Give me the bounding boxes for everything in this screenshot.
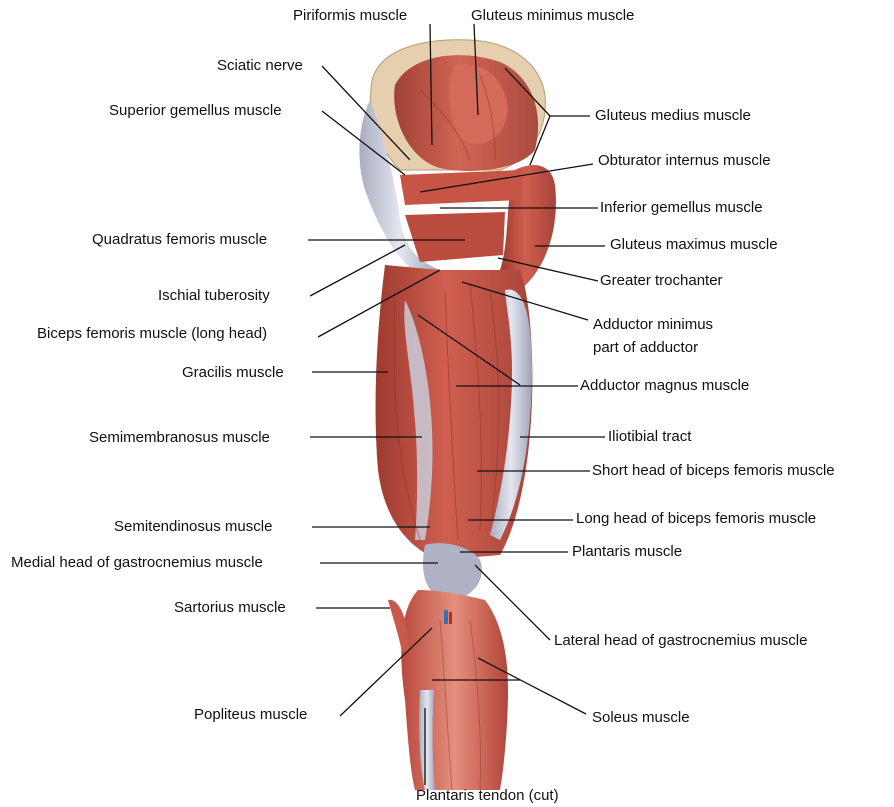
- label-gluteus-medius: Gluteus medius muscle: [595, 107, 751, 125]
- label-plantaris: Plantaris muscle: [572, 543, 682, 561]
- label-gluteus-maximus: Gluteus maximus muscle: [610, 236, 778, 254]
- label-sciatic-nerve: Sciatic nerve: [217, 57, 303, 75]
- label-long-head-biceps: Long head of biceps femoris muscle: [576, 510, 816, 528]
- label-piriformis: Piriformis muscle: [293, 7, 407, 25]
- label-adductor-minimus-1: Adductor minimus: [593, 316, 713, 334]
- label-plantaris-tendon: Plantaris tendon (cut): [416, 787, 559, 805]
- quadratus-band: [405, 212, 505, 262]
- calf-shape: [401, 590, 508, 790]
- label-semimembranosus: Semimembranosus muscle: [89, 429, 270, 447]
- label-sartorius: Sartorius muscle: [174, 599, 286, 617]
- label-ischial-tuberosity: Ischial tuberosity: [158, 287, 270, 305]
- label-obturator-internus: Obturator internus muscle: [598, 152, 771, 170]
- label-adductor-magnus: Adductor magnus muscle: [580, 377, 749, 395]
- label-quadratus-femoris: Quadratus femoris muscle: [92, 231, 267, 249]
- label-biceps-long-head: Biceps femoris muscle (long head): [37, 325, 267, 343]
- label-gluteus-minimus: Gluteus minimus muscle: [471, 7, 634, 25]
- label-gracilis: Gracilis muscle: [182, 364, 284, 382]
- label-short-head-biceps: Short head of biceps femoris muscle: [592, 462, 835, 480]
- label-inferior-gemellus: Inferior gemellus muscle: [600, 199, 763, 217]
- label-semitendinosus: Semitendinosus muscle: [114, 518, 272, 536]
- label-greater-trochanter: Greater trochanter: [600, 272, 723, 290]
- label-superior-gemellus: Superior gemellus muscle: [109, 102, 282, 120]
- label-iliotibial-tract: Iliotibial tract: [608, 428, 691, 446]
- label-lateral-gastrocnemius: Lateral head of gastrocnemius muscle: [554, 632, 807, 650]
- label-soleus: Soleus muscle: [592, 709, 690, 727]
- rotators-band: [400, 170, 522, 205]
- label-adductor-minimus-2: part of adductor: [593, 339, 698, 357]
- label-medial-gastrocnemius: Medial head of gastrocnemius muscle: [11, 554, 263, 572]
- label-popliteus: Popliteus muscle: [194, 706, 307, 724]
